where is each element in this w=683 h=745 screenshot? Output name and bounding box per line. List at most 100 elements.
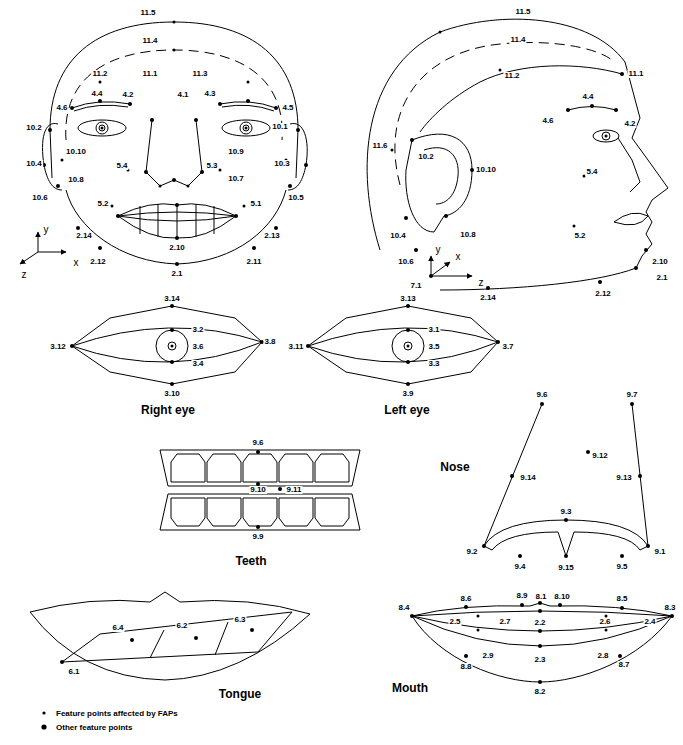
feature-point-number: 2.13: [263, 232, 281, 240]
feature-point-number: 9.6: [251, 439, 264, 447]
feature-point-number: 9.4: [513, 563, 526, 571]
feature-point-number: 4.4: [581, 93, 594, 101]
feature-point-number: 8.3: [663, 604, 676, 612]
feature-point-number: 3.9: [401, 390, 414, 398]
feature-point-number: 10.4: [25, 160, 43, 168]
feature-point-number: 9.2: [465, 548, 478, 556]
feature-point-number: 10.2: [417, 153, 435, 161]
feature-point-number: 2.1: [655, 274, 668, 282]
feature-point-number: 5.2: [96, 200, 109, 208]
feature-point-number: 9.3: [559, 508, 572, 516]
feature-point-number: 3.6: [191, 343, 204, 351]
section-caption: Left eye: [383, 404, 430, 416]
feature-point-number: 3.1: [427, 326, 440, 334]
feature-point-number: 10.8: [67, 176, 85, 184]
feature-point-number: 4.4: [90, 90, 103, 98]
feature-point-number: 11.5: [514, 8, 531, 16]
feature-point-number: 11.6: [371, 142, 388, 150]
axis-label: x: [455, 252, 462, 262]
feature-point-number: 3.8: [263, 338, 276, 346]
feature-point-number: 2.5: [448, 618, 461, 626]
axis-label: y: [435, 245, 442, 255]
feature-point-number: 2.11: [245, 258, 262, 266]
feature-point-number: 11.1: [627, 70, 644, 78]
feature-point-number: 9.9: [251, 533, 264, 541]
feature-point-number: 8.8: [459, 663, 472, 671]
feature-point-number: 9.10: [249, 486, 267, 494]
legend-text: Feature points affected by FAPs: [56, 709, 178, 718]
feature-point-number: 11.2: [503, 72, 520, 80]
axis-label: y: [43, 225, 50, 235]
feature-point-number: 5.1: [249, 200, 262, 208]
feature-point-number: 9.6: [535, 391, 548, 399]
feature-point-number: 10.4: [389, 232, 407, 240]
feature-point-number: 2.4: [643, 618, 656, 626]
axis-label: x: [73, 258, 80, 268]
feature-point-number: 11.2: [91, 70, 108, 78]
feature-point-number: 2.1: [170, 270, 183, 278]
feature-point-number: 9.1: [653, 548, 666, 556]
feature-point-number: 4.6: [541, 117, 554, 125]
feature-point-number: 10.9: [227, 148, 245, 156]
legend-sample: [38, 707, 50, 719]
feature-point-number: 2.10: [168, 244, 186, 252]
feature-point-number: 5.4: [585, 168, 598, 176]
feature-point-number: 8.5: [615, 595, 628, 603]
feature-point-number: 5.3: [205, 162, 218, 170]
feature-point-number: 10.8: [459, 231, 477, 239]
feature-point-number: 2.14: [75, 232, 93, 240]
feature-point-number: 2.12: [594, 290, 612, 298]
feature-point-number: 11.5: [139, 9, 156, 17]
feature-point-number: 3.4: [191, 360, 204, 368]
feature-point-number: 10.10: [475, 166, 497, 174]
feature-point-number: 2.3: [533, 656, 546, 664]
feature-point-number: 2.2: [533, 619, 546, 627]
legend-sample: [38, 721, 50, 733]
feature-point-number: 8.10: [553, 593, 571, 601]
feature-point-number: 10.5: [287, 194, 305, 202]
feature-point-number: 11.3: [191, 70, 208, 78]
feature-point-number: 8.1: [534, 593, 547, 601]
feature-point-number: 10.7: [227, 175, 245, 183]
feature-point-number: 10.10: [65, 148, 87, 156]
feature-point-number: 10.1: [271, 123, 289, 131]
feature-point-number: 6.1: [67, 668, 80, 676]
feature-point-number: 2.8: [596, 652, 609, 660]
feature-point-number: 4.6: [55, 104, 68, 112]
feature-point-number: 9.5: [615, 563, 628, 571]
feature-point-number: 2.14: [479, 294, 497, 302]
feature-point-number: 3.12: [49, 343, 67, 351]
section-caption: Nose: [439, 461, 470, 473]
feature-point-number: 4.2: [623, 120, 636, 128]
feature-point-number: 9.14: [519, 474, 537, 482]
feature-point-number: 2.7: [498, 618, 511, 626]
feature-point-number: 3.10: [163, 390, 181, 398]
feature-point-number: 4.1: [176, 91, 189, 99]
feature-point-number: 2.12: [89, 258, 107, 266]
feature-point-number: 10.3: [273, 160, 291, 168]
feature-point-number: 11.1: [141, 70, 158, 78]
feature-point-number: 2.9: [481, 652, 494, 660]
feature-point-number: 4.2: [121, 91, 134, 99]
feature-point-number: 9.15: [557, 564, 575, 572]
feature-point-number: 3.3: [427, 360, 440, 368]
feature-point-number: 11.4: [141, 37, 158, 45]
feature-point-number: 5.4: [115, 162, 128, 170]
feature-point-number: 9.7: [625, 391, 638, 399]
feature-point-number: 8.2: [533, 688, 546, 696]
feature-point-number: 3.13: [399, 295, 417, 303]
section-caption: Right eye: [140, 404, 196, 416]
feature-point-number: 9.13: [615, 474, 633, 482]
feature-point-number: 3.2: [191, 326, 204, 334]
legend-row: Feature points affected by FAPs: [38, 706, 178, 720]
feature-point-number: 4.3: [203, 90, 216, 98]
feature-point-number: 8.9: [515, 592, 528, 600]
feature-point-number: 9.11: [285, 486, 302, 494]
feature-point-number: 6.3: [233, 616, 246, 624]
feature-point-number: 5.2: [573, 232, 586, 240]
feature-point-number: 4.5: [281, 104, 294, 112]
feature-point-number: 10.6: [31, 194, 49, 202]
section-caption: Mouth: [391, 682, 429, 694]
legend: Feature points affected by FAPsOther fea…: [38, 706, 178, 734]
